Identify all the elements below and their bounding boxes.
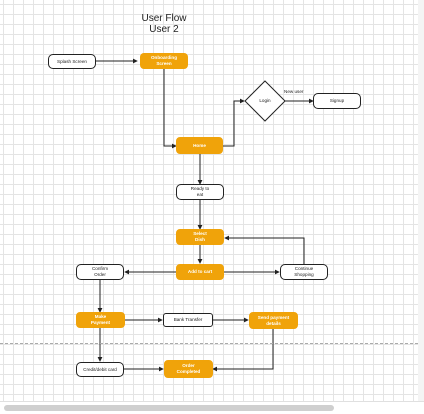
node-bank-transfer[interactable]: Bank Transfer xyxy=(163,313,213,327)
title-line-2: User 2 xyxy=(149,24,179,35)
node-credit-debit-card[interactable]: Credit/debit card xyxy=(76,362,124,377)
node-label: Select Dish xyxy=(193,231,207,242)
node-continue-shopping[interactable]: Continue Shopping xyxy=(280,264,328,280)
node-signup[interactable]: Signup xyxy=(313,93,361,109)
vertical-scrollbar[interactable] xyxy=(418,0,424,401)
edge-sendpayment-completed xyxy=(212,329,274,372)
horizontal-scrollbar[interactable] xyxy=(0,401,424,414)
node-ready-to-eat[interactable]: Ready to eat xyxy=(176,184,224,200)
node-splash-screen[interactable]: Splash Screen xyxy=(48,54,96,69)
node-label: Home xyxy=(193,142,206,148)
node-send-payment-details[interactable]: Send payment details xyxy=(249,312,298,329)
node-add-to-cart[interactable]: Add to cart xyxy=(176,264,224,280)
title-line-1: User Flow xyxy=(141,13,187,24)
node-label: Credit/debit card xyxy=(83,366,117,372)
node-label: Make Payment xyxy=(90,314,111,325)
node-order-completed[interactable]: Order Completed xyxy=(164,360,213,378)
edge-label-new-user: New user xyxy=(284,89,304,94)
node-label: Bank Transfer xyxy=(173,317,203,323)
connectors-layer xyxy=(96,58,314,372)
page-break-line xyxy=(0,343,418,344)
edge-onboarding-home xyxy=(163,69,177,149)
node-select-dish[interactable]: Select Dish xyxy=(176,229,224,245)
node-home[interactable]: Home xyxy=(176,137,223,154)
node-confirm-order[interactable]: Confirm Order xyxy=(76,264,124,280)
node-label: Onboarding Screen xyxy=(150,55,178,66)
node-label: Signup xyxy=(329,98,345,104)
node-label: Order Completed xyxy=(176,363,201,374)
edge-continue-select xyxy=(224,235,305,264)
diagram-title: User Flow User 2 xyxy=(118,13,210,35)
node-onboarding-screen[interactable]: Onboarding Screen xyxy=(140,53,188,69)
node-label: Send payment details xyxy=(257,314,290,326)
node-label: Login xyxy=(259,98,271,104)
node-make-payment[interactable]: Make Payment xyxy=(76,312,125,328)
login-decision-diamond[interactable] xyxy=(244,80,286,122)
node-label: Add to cart xyxy=(187,269,213,275)
node-login[interactable]: Login xyxy=(250,96,280,106)
node-label: Ready to eat xyxy=(190,186,210,197)
node-label: Splash Screen xyxy=(57,58,87,64)
node-label: Confirm Order xyxy=(91,266,109,277)
node-label: Continue Shopping xyxy=(294,266,314,277)
diagram-canvas[interactable]: User Flow User 2 Splash Screen Onboardin… xyxy=(0,0,419,401)
edge-home-login xyxy=(223,98,245,147)
horizontal-scrollbar-thumb[interactable] xyxy=(4,405,334,411)
